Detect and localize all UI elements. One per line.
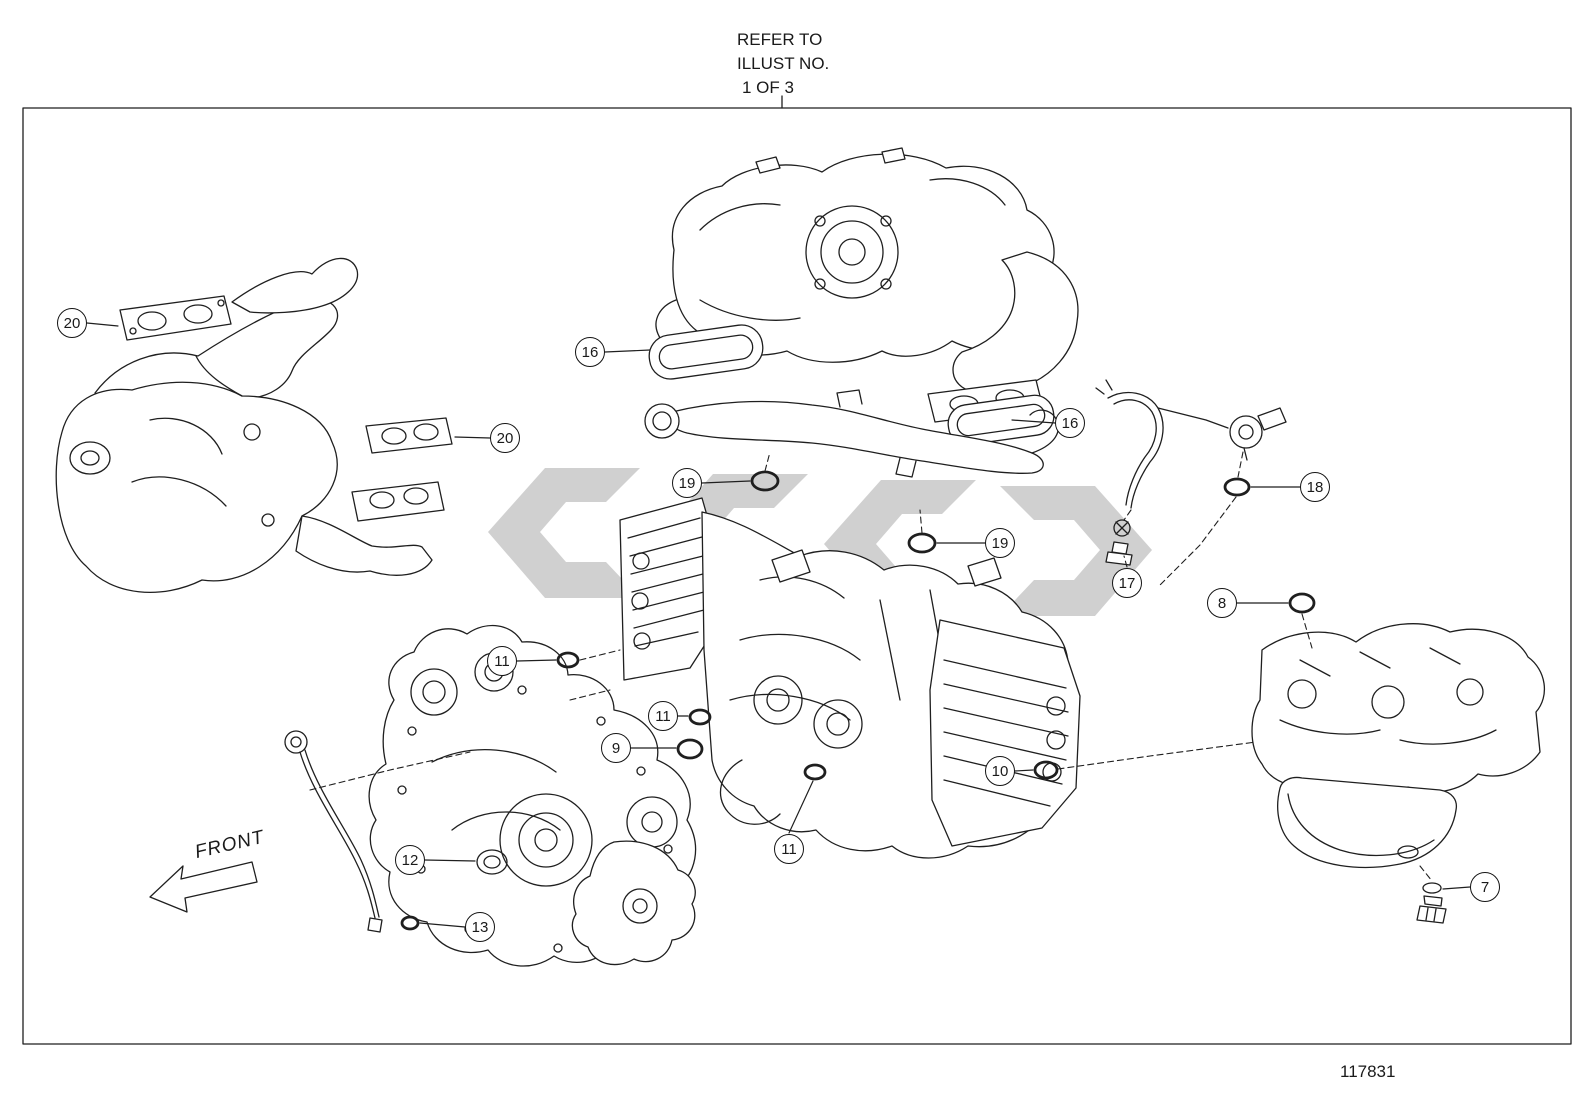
callout-17[interactable]: 17	[1112, 568, 1142, 598]
intake-manifold-drawing	[655, 147, 1079, 423]
callout-10[interactable]: 10	[985, 756, 1015, 786]
dipstick-drawing	[284, 730, 471, 933]
front-oil-seal-drawing	[476, 849, 508, 875]
callout-7[interactable]: 7	[1470, 872, 1500, 902]
callout-8[interactable]: 8	[1207, 588, 1237, 618]
callout-12[interactable]: 12	[395, 845, 425, 875]
intake-gasket-right-drawing	[947, 394, 1055, 446]
callout-19[interactable]: 19	[985, 528, 1015, 558]
exhaust-gasket-right-drawing	[365, 417, 453, 454]
refer-note-line2: ILLUST NO.	[737, 54, 830, 73]
callout-20[interactable]: 20	[490, 423, 520, 453]
sensor-hose-assembly-drawing	[1095, 379, 1287, 566]
drain-plug-drawing	[1416, 865, 1447, 924]
callout-9[interactable]: 9	[601, 733, 631, 763]
callout-11[interactable]: 11	[774, 834, 804, 864]
exhaust-manifold-drawing	[55, 257, 445, 594]
callout-11[interactable]: 11	[648, 701, 678, 731]
o-ring-seals-drawing	[400, 470, 1316, 931]
exhaust-gasket-left-drawing	[119, 295, 232, 341]
oil-pan-drawing	[1251, 623, 1546, 869]
engine-block-drawing	[619, 497, 1081, 859]
callout-16[interactable]: 16	[1055, 408, 1085, 438]
refer-note-line3: 1 OF 3	[742, 78, 794, 97]
front-arrow-icon	[149, 861, 258, 913]
callout-leader-lines	[86, 322, 1471, 928]
callout-20[interactable]: 20	[57, 308, 87, 338]
callout-13[interactable]: 13	[465, 912, 495, 942]
diagram-number: 117831	[1340, 1062, 1396, 1081]
diagram-border	[22, 107, 1572, 1045]
assembly-reference-lines	[569, 451, 1313, 770]
intake-gasket-left-drawing	[648, 324, 764, 380]
water-pipe-drawing	[644, 389, 1059, 478]
refer-note-line1: REFER TO	[737, 30, 823, 49]
callout-18[interactable]: 18	[1300, 472, 1330, 502]
callout-16[interactable]: 16	[575, 337, 605, 367]
callout-11[interactable]: 11	[487, 646, 517, 676]
timing-cover-drawing	[368, 624, 697, 967]
refer-note: REFER TO ILLUST NO. 1 OF 3	[737, 28, 829, 100]
callout-19[interactable]: 19	[672, 468, 702, 498]
